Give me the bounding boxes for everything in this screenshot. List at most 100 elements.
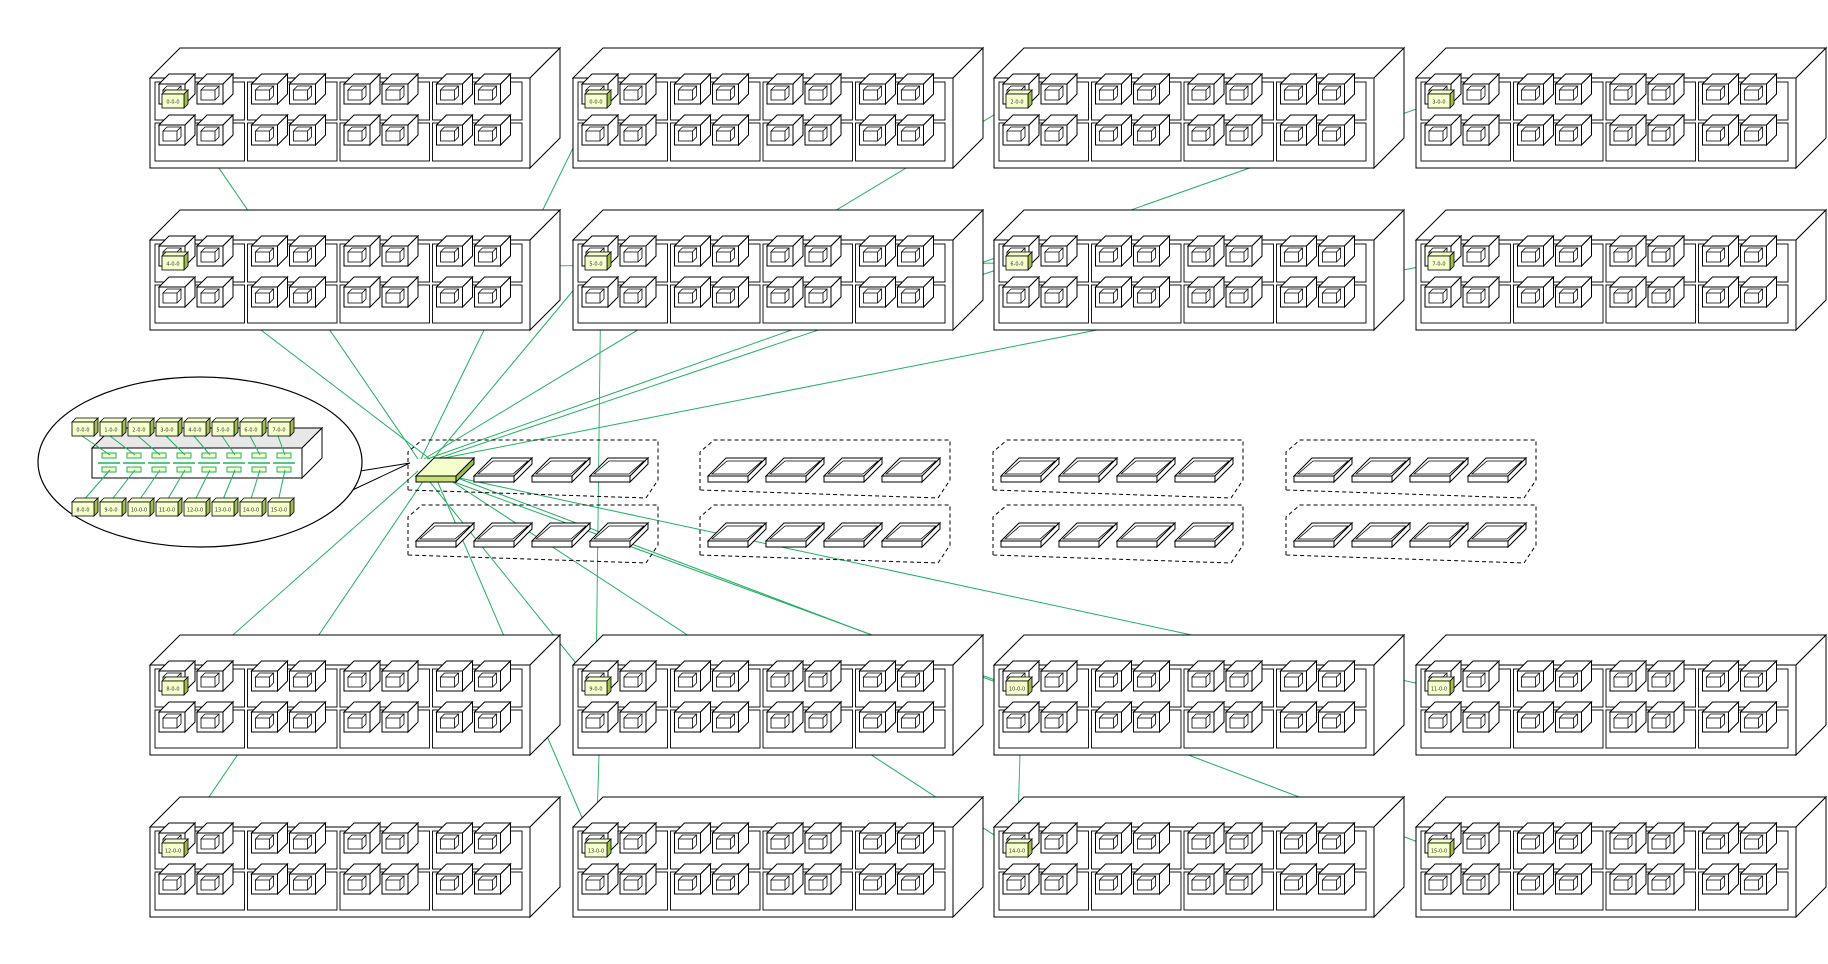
chip-label: 12-0-0 bbox=[187, 508, 203, 514]
switch-group bbox=[407, 439, 659, 499]
switch-slab bbox=[1467, 522, 1527, 548]
switch-slab bbox=[1409, 522, 1469, 548]
chip-label: 6-0-0 bbox=[244, 428, 257, 434]
rack-chip: 14-0-0 bbox=[1005, 838, 1033, 858]
board-port bbox=[276, 452, 292, 459]
switch-slab bbox=[1293, 457, 1353, 483]
callout-link bbox=[137, 435, 161, 456]
rack-chip: 7-0-0 bbox=[1427, 251, 1455, 271]
switch-slab bbox=[881, 522, 941, 548]
chip-label: 6-0-0 bbox=[1010, 262, 1023, 268]
switch-group bbox=[1285, 504, 1537, 564]
chip-label: 5-0-0 bbox=[216, 428, 229, 434]
server-rack: 0-0-0 bbox=[148, 46, 562, 170]
server-rack: 2-0-0 bbox=[992, 46, 1406, 170]
switch-slab bbox=[473, 522, 533, 548]
server-rack: 0-0-0 bbox=[571, 46, 985, 170]
highlighted-switch bbox=[414, 456, 476, 484]
rack-chip: 10-0-0 bbox=[1005, 676, 1033, 696]
chip-label: 2-0-0 bbox=[1010, 100, 1023, 106]
chip-label: 2-0-0 bbox=[132, 428, 145, 434]
rack-chip: 5-0-0 bbox=[584, 251, 612, 271]
chip-label: 14-0-0 bbox=[1009, 849, 1025, 855]
switch-slab bbox=[1293, 522, 1353, 548]
chip-label: 3-0-0 bbox=[1432, 100, 1445, 106]
rack-chip: 8-0-0 bbox=[161, 676, 189, 696]
rack-chip: 0-0-0 bbox=[584, 89, 612, 109]
switch-slab bbox=[765, 457, 825, 483]
server-rack: 6-0-0 bbox=[992, 208, 1406, 332]
server-rack: 15-0-0 bbox=[1414, 795, 1828, 919]
chip-label: 13-0-0 bbox=[215, 508, 231, 514]
chip-label: 0-0-0 bbox=[589, 100, 602, 106]
server-rack: 9-0-0 bbox=[571, 633, 985, 757]
callout-link bbox=[109, 469, 136, 503]
callout-link bbox=[277, 469, 286, 503]
server-rack: 11-0-0 bbox=[1414, 633, 1828, 757]
rack-chip: 0-0-0 bbox=[161, 89, 189, 109]
rack-chip: 6-0-0 bbox=[1005, 251, 1033, 271]
chip-label: 3-0-0 bbox=[160, 428, 173, 434]
chip-label: 5-0-0 bbox=[589, 262, 602, 268]
chip-label: 7-0-0 bbox=[1432, 262, 1445, 268]
chip-label: 9-0-0 bbox=[104, 508, 117, 514]
switch-group bbox=[407, 504, 659, 564]
server-rack: 4-0-0 bbox=[148, 208, 562, 332]
switch-slab bbox=[1058, 522, 1118, 548]
switch-slab bbox=[1058, 457, 1118, 483]
callout-port-bottom: 9-0-0 bbox=[99, 497, 127, 517]
chip-label: 0-0-0 bbox=[166, 100, 179, 106]
switch-group bbox=[1285, 439, 1537, 499]
switch-slab bbox=[707, 522, 767, 548]
chip-label: 11-0-0 bbox=[1431, 687, 1447, 693]
server-rack: 8-0-0 bbox=[148, 633, 562, 757]
board-port bbox=[201, 452, 217, 459]
server-rack: 13-0-0 bbox=[571, 795, 985, 919]
chip-label: 8-0-0 bbox=[166, 687, 179, 693]
switch-slab bbox=[1409, 457, 1469, 483]
callout-port-bottom: 15-0-0 bbox=[267, 497, 295, 517]
callout-link bbox=[165, 469, 186, 503]
switch-slab bbox=[1116, 522, 1176, 548]
switch-group bbox=[699, 504, 951, 564]
callout-port-top: 0-0-0 bbox=[71, 417, 99, 437]
callout-link bbox=[165, 435, 186, 456]
server-rack: 10-0-0 bbox=[992, 633, 1406, 757]
rack-chip: 13-0-0 bbox=[584, 838, 612, 858]
switch-slab bbox=[1351, 457, 1411, 483]
chip-label: 13-0-0 bbox=[588, 849, 604, 855]
chip-label: 4-0-0 bbox=[188, 428, 201, 434]
callout-link bbox=[109, 435, 136, 456]
callout-port-top: 1-0-0 bbox=[99, 417, 127, 437]
callout-pointer bbox=[343, 462, 411, 495]
rack-chip: 9-0-0 bbox=[584, 676, 612, 696]
chip-label: 12-0-0 bbox=[165, 849, 181, 855]
chip-label: 4-0-0 bbox=[166, 262, 179, 268]
switch-group bbox=[992, 504, 1244, 564]
switch-slab bbox=[881, 457, 941, 483]
chip-label: 1-0-0 bbox=[104, 428, 117, 434]
racks-layer: 0-0-0 0-0-0 2-0-0 3-0-0 4-0-0 5-0-0 6-0-0 7-0-0… bbox=[148, 46, 1828, 919]
callout-port-bottom: 10-0-0 bbox=[127, 497, 155, 517]
callout-port-bottom: 11-0-0 bbox=[155, 497, 183, 517]
switch-slab bbox=[1351, 522, 1411, 548]
callout-port-bottom: 8-0-0 bbox=[71, 497, 99, 517]
switch-slab bbox=[531, 457, 591, 483]
switch-group bbox=[699, 439, 951, 499]
callout-link bbox=[193, 469, 211, 503]
switch-slab bbox=[531, 522, 591, 548]
switch-slab bbox=[1174, 522, 1234, 548]
switch-slab bbox=[823, 522, 883, 548]
chip-label: 14-0-0 bbox=[243, 508, 259, 514]
chip-label: 15-0-0 bbox=[1431, 849, 1447, 855]
callout-link bbox=[277, 435, 286, 456]
switch-slab bbox=[707, 457, 767, 483]
rack-chip: 15-0-0 bbox=[1427, 838, 1455, 858]
board-port bbox=[126, 452, 142, 459]
chip-label: 0-0-0 bbox=[76, 428, 89, 434]
board-port bbox=[151, 452, 167, 459]
callout-link bbox=[193, 435, 211, 456]
callout-port-bottom: 14-0-0 bbox=[239, 497, 267, 517]
switch-slab bbox=[823, 457, 883, 483]
